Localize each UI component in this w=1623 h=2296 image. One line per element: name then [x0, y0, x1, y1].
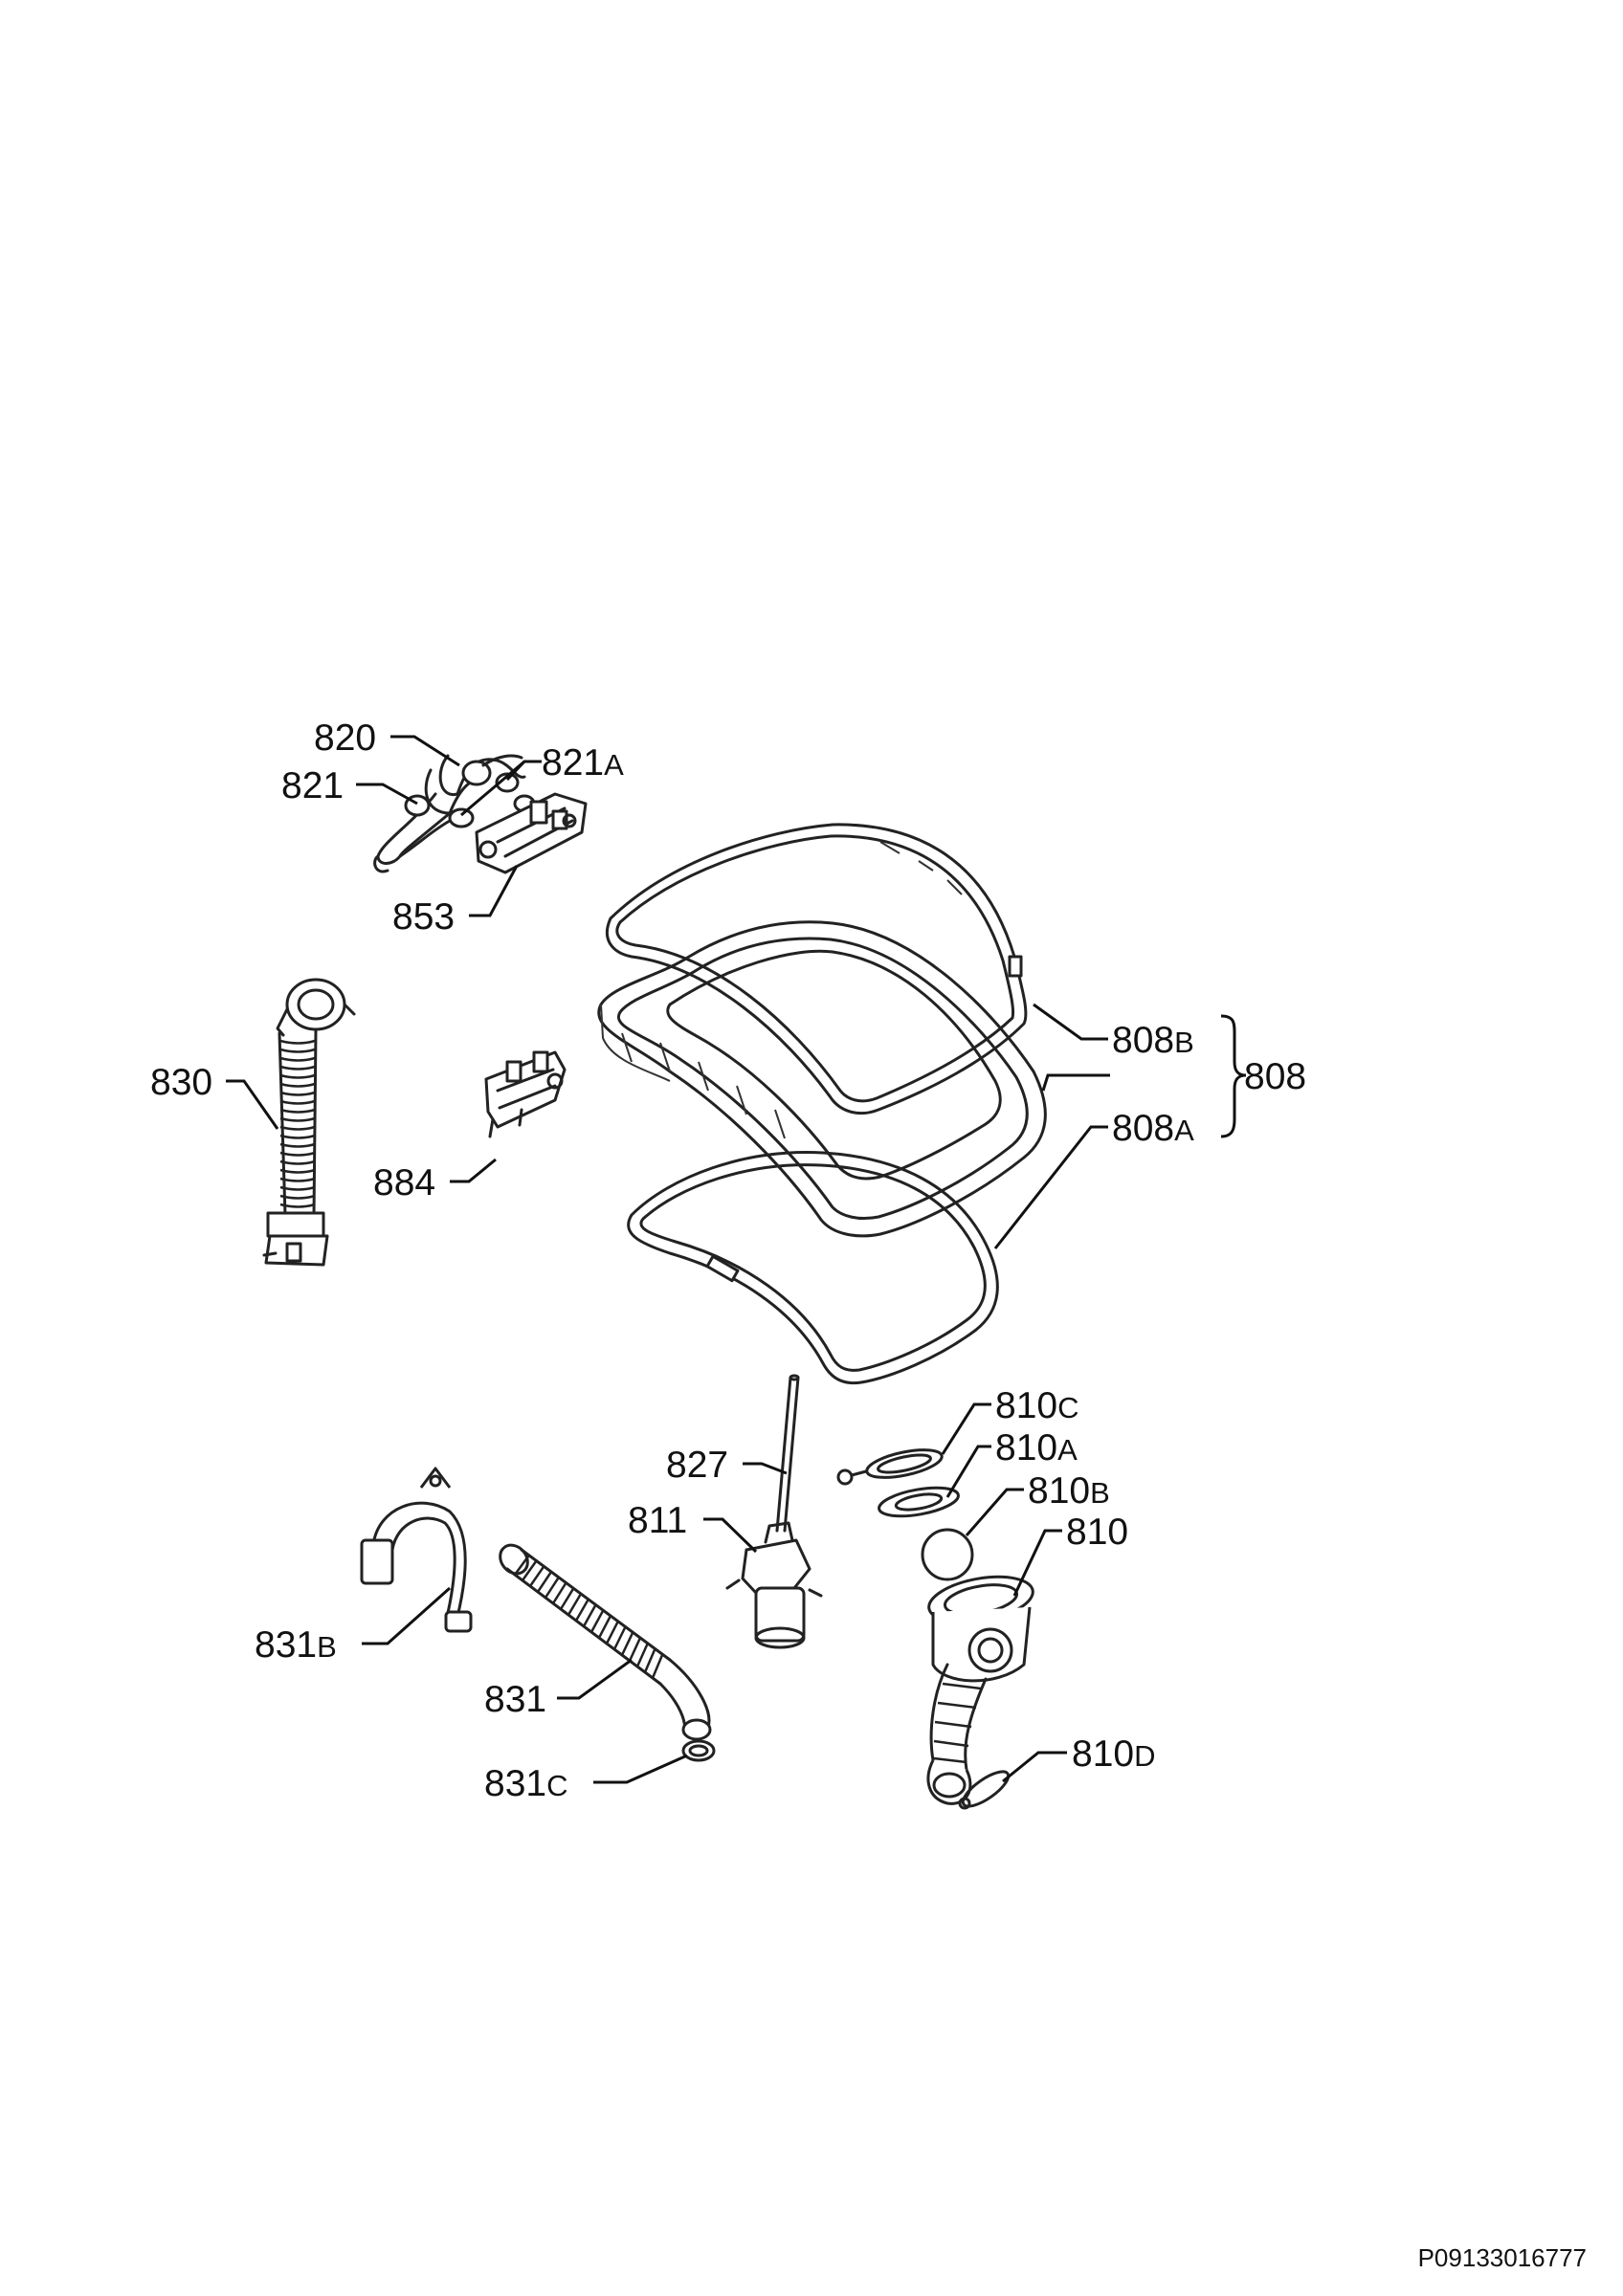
group-brace-808 [1220, 1014, 1247, 1138]
callout-831c: 831C [484, 1763, 567, 1804]
part-810b-ball [921, 1528, 974, 1581]
callout-811: 811 [628, 1500, 687, 1541]
callout-810d: 810D [1072, 1733, 1155, 1775]
part-831c-clamp-ring [681, 1739, 716, 1762]
part-810-pump-housing [926, 1575, 1034, 1805]
callout-830: 830 [150, 1062, 212, 1103]
callout-821a: 821A [542, 742, 624, 784]
callout-810c: 810C [995, 1385, 1078, 1426]
callout-884: 884 [373, 1162, 435, 1203]
callout-831b: 831B [255, 1624, 337, 1666]
leader-lines [226, 735, 1110, 1784]
callout-808: 808 [1244, 1056, 1306, 1097]
part-830-drain-hose [262, 978, 356, 1267]
callout-820: 820 [314, 718, 376, 759]
part-810c-screw-plate [836, 1448, 944, 1486]
part-808-main-frame [597, 920, 1047, 1238]
callout-810a: 810A [995, 1427, 1078, 1468]
part-831-drain-hose [499, 1543, 712, 1741]
part-821a-853-bracket [448, 772, 588, 874]
callout-821: 821 [281, 765, 344, 806]
callout-853: 853 [392, 896, 455, 938]
part-831b-hose-support [360, 1467, 473, 1633]
part-827-rod [775, 1374, 800, 1533]
part-808b-upper-ring [605, 823, 1028, 1115]
document-code: P09133016777 [1417, 2243, 1587, 2272]
part-884-clip [484, 1050, 567, 1138]
callout-831: 831 [484, 1679, 546, 1720]
callout-827: 827 [666, 1445, 728, 1486]
callout-808b: 808B [1112, 1020, 1194, 1061]
callout-810: 810 [1066, 1512, 1128, 1553]
callout-labels: 820 821 821A 853 830 884 808B 808 808A 8… [150, 718, 1306, 1804]
part-811-sensor [725, 1521, 823, 1649]
callout-810b: 810B [1028, 1470, 1110, 1512]
part-810d-clamp [958, 1770, 1011, 1810]
part-810a-washer [878, 1486, 960, 1518]
part-808a-lower-ring [627, 1150, 999, 1385]
callout-808a: 808A [1112, 1108, 1194, 1149]
